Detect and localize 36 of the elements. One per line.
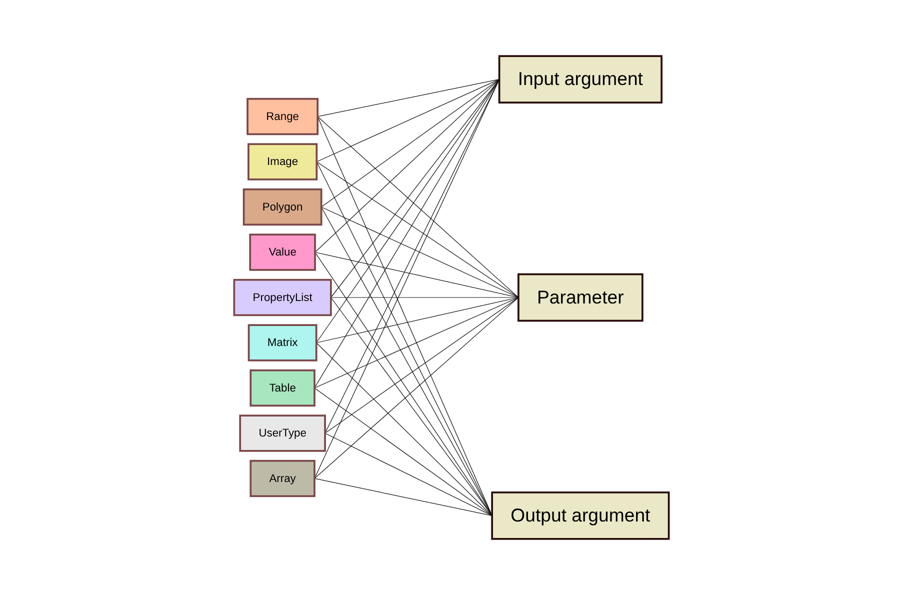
connector bbox=[330, 297, 519, 298]
node-box: Input argument bbox=[498, 55, 662, 104]
connector bbox=[317, 116, 519, 298]
connector bbox=[316, 297, 519, 344]
connector bbox=[321, 206, 492, 516]
connector bbox=[316, 79, 500, 162]
connector bbox=[324, 297, 519, 434]
node-box: Output argument bbox=[491, 492, 670, 540]
connector bbox=[316, 161, 519, 298]
node-box: Matrix bbox=[248, 324, 318, 362]
connector bbox=[321, 206, 519, 298]
node-box: Polygon bbox=[242, 188, 322, 226]
node-box: PropertyList bbox=[233, 278, 332, 316]
connector bbox=[317, 79, 500, 117]
connector bbox=[314, 297, 519, 388]
connector bbox=[330, 79, 500, 298]
node-box: Table bbox=[250, 369, 316, 407]
node-box: Value bbox=[249, 234, 316, 271]
connector bbox=[314, 79, 500, 479]
node-box: Image bbox=[248, 143, 318, 180]
connector bbox=[314, 388, 492, 516]
node-box: UserType bbox=[239, 414, 326, 452]
connector bbox=[314, 252, 492, 516]
connector bbox=[316, 79, 500, 344]
node-box: Array bbox=[250, 460, 316, 498]
connector bbox=[321, 79, 500, 208]
connector bbox=[316, 342, 492, 516]
node-box: Range bbox=[246, 98, 319, 136]
connector bbox=[314, 79, 500, 388]
connector bbox=[314, 297, 519, 479]
connector bbox=[314, 79, 500, 253]
connector bbox=[314, 478, 492, 516]
connector bbox=[330, 297, 492, 516]
node-box: Parameter bbox=[518, 273, 644, 322]
connector bbox=[324, 432, 492, 516]
connector bbox=[314, 252, 519, 298]
